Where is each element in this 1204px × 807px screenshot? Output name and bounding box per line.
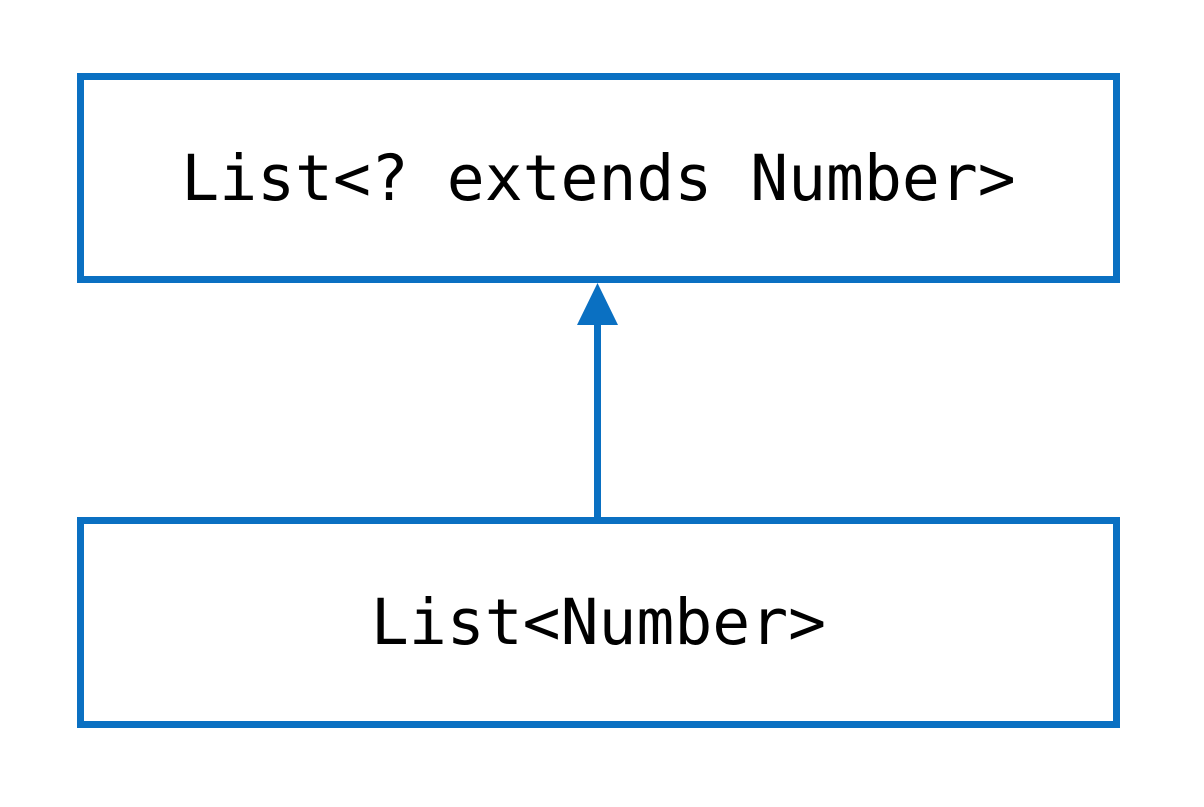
node-supertype-label: List<? extends Number> xyxy=(181,141,1016,215)
arrow-head xyxy=(577,283,618,325)
node-subtype: List<Number> xyxy=(77,517,1120,728)
node-supertype: List<? extends Number> xyxy=(77,73,1120,283)
node-subtype-label: List<Number> xyxy=(370,586,827,659)
arrow-up-icon xyxy=(577,283,618,517)
